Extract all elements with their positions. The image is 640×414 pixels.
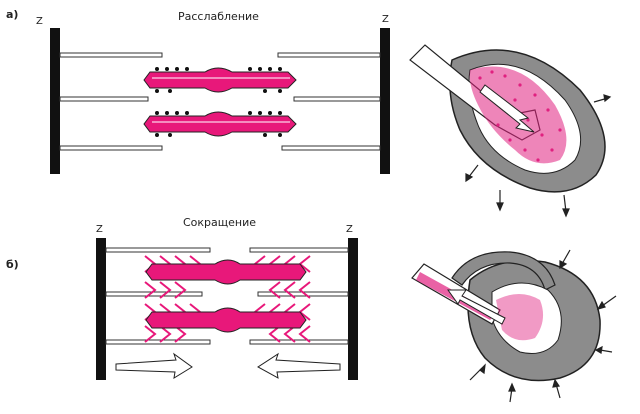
heart-contracted-inward-arrows: [469, 249, 617, 403]
panel-b-slide-arrow-right: [115, 352, 193, 379]
heart-relaxed-outward-arrows: [465, 94, 612, 218]
heart-relaxed: [409, 44, 612, 218]
panel-a-z-band-right: [380, 28, 390, 174]
panel-a: а) Расслабление Z Z: [6, 8, 390, 174]
panel-b-letter: б): [6, 258, 19, 271]
panel-a-caption: Расслабление: [178, 10, 259, 23]
heart-contracted-cavity: [491, 282, 562, 354]
heart-relaxed-blood-dots: [478, 70, 562, 162]
panel-b-myosin-bottom: [145, 307, 307, 333]
heart-contracted-arch: [451, 251, 556, 291]
panel-a-myosin-bottom: [143, 111, 297, 137]
panel-b-caption: Сокращение: [183, 216, 256, 229]
panel-a-z-left-label: Z: [36, 16, 43, 27]
panel-b-slide-arrow-left: [257, 352, 341, 379]
panel-a-myosin-top: [143, 67, 297, 93]
heart-contracted-cavity-blood: [496, 294, 544, 341]
panel-b: б) Сокращение Z Z: [6, 216, 358, 380]
heart-contracted: [411, 249, 617, 403]
panel-a-actin-left: [59, 52, 163, 151]
panel-a-actin-right: [277, 52, 381, 151]
panel-a-myosin-heads: [155, 67, 282, 137]
panel-b-z-band-left: [96, 238, 106, 380]
panel-b-actin: [105, 247, 349, 345]
panel-a-letter: а): [6, 8, 18, 21]
panel-b-z-left-label: Z: [96, 224, 103, 235]
panel-b-z-band-right: [348, 238, 358, 380]
panel-a-z-right-label: Z: [382, 14, 389, 25]
heart-relaxed-inflow-arrow: [479, 84, 535, 133]
heart-contracted-outflow-arrow: [447, 289, 506, 325]
panel-b-myosin-top: [145, 259, 307, 285]
panel-b-z-right-label: Z: [346, 224, 353, 235]
panel-a-z-band-left: [50, 28, 60, 174]
